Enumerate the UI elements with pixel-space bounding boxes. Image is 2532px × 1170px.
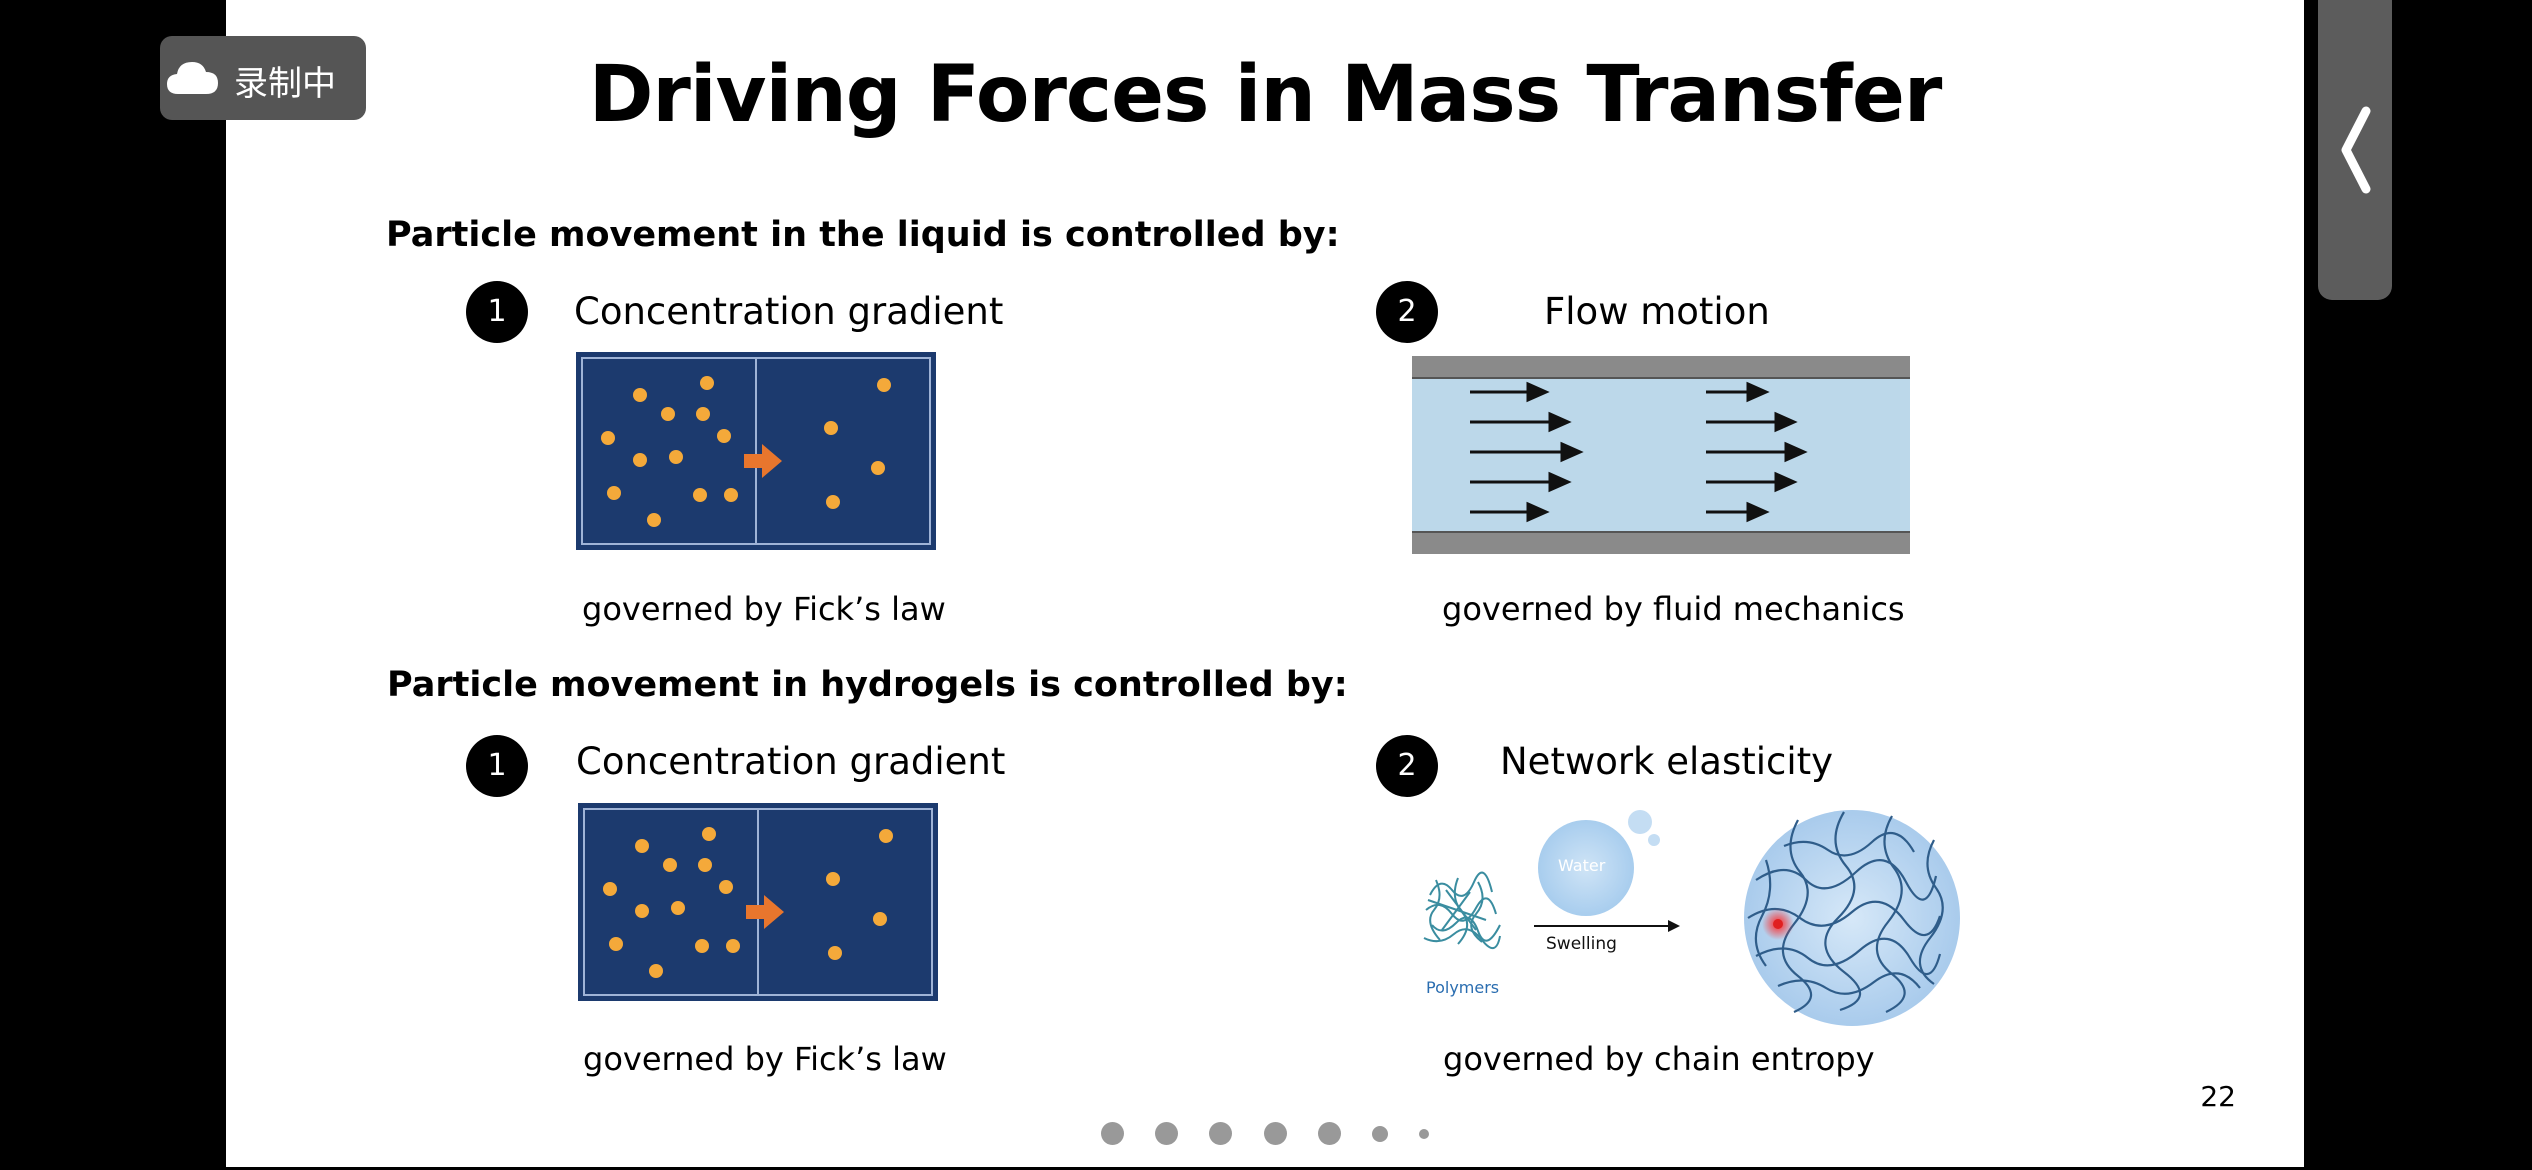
hydrogel-item-2-label: Network elasticity [1500,740,1834,783]
swelling-diagram: Water Swelling Polymers [1406,800,1966,1030]
slide-pagination [226,1122,2304,1152]
polymers-label: Polymers [1426,978,1500,997]
diffusion-diagram-liquid [576,352,936,550]
hydrogel-item-1-caption: governed by Fick’s law [583,1040,947,1078]
liquid-item-1-label: Concentration gradient [574,290,1004,333]
liquid-section-heading: Particle movement in the liquid is contr… [386,215,1340,255]
number-badge-hydrogel-1: 1 [466,735,528,797]
liquid-item-2-caption: governed by fluid mechanics [1442,590,1905,628]
pagination-dot[interactable] [1371,1125,1388,1142]
liquid-item-1-caption: governed by Fick’s law [582,590,946,628]
flow-channel-diagram [1412,356,1910,554]
slide-title: Driving Forces in Mass Transfer [588,50,1943,140]
pagination-dot[interactable] [1317,1122,1341,1145]
slide: Driving Forces in Mass Transfer Particle… [226,0,2304,1167]
side-panel-toggle[interactable] [2318,0,2392,300]
recording-label: 录制中 [234,64,336,104]
chevron-left-icon [2341,106,2371,194]
water-label: Water [1558,856,1606,875]
hydrogel-section-heading: Particle movement in hydrogels is contro… [387,665,1348,705]
pagination-dot[interactable] [1263,1122,1287,1145]
hydrogel-item-1-label: Concentration gradient [576,740,1006,783]
recording-badge[interactable]: 录制中 [160,36,366,120]
hydrogel-item-2-caption: governed by chain entropy [1443,1040,1875,1078]
swelling-label: Swelling [1546,934,1617,954]
number-badge-liquid-2: 2 [1376,281,1438,343]
page-number: 22 [2200,1080,2236,1113]
pagination-dot[interactable] [1209,1122,1233,1145]
number-badge-liquid-1: 1 [466,281,528,343]
number-badge-hydrogel-2: 2 [1376,735,1438,797]
cloud-icon [167,62,218,94]
pagination-dot[interactable] [1101,1122,1125,1145]
liquid-item-2-label: Flow motion [1544,290,1770,333]
pagination-dot[interactable] [1155,1122,1179,1145]
swelling-illustration [1423,810,1960,1026]
pagination-dot[interactable] [1418,1128,1429,1139]
diffusion-diagram-hydrogel [578,803,938,1001]
